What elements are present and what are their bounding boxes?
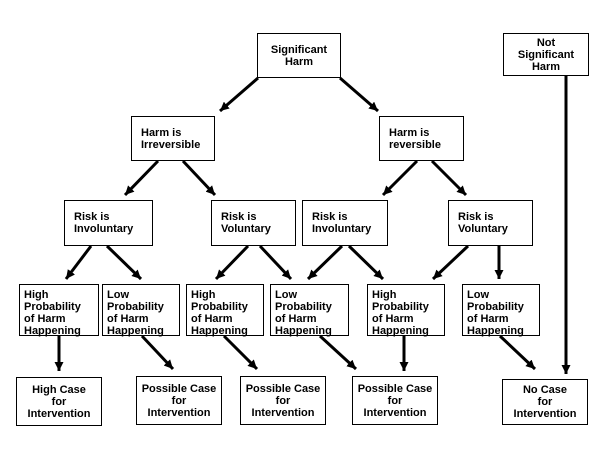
node-possible-case-1: Possible Case for Intervention	[136, 376, 222, 425]
edge-involuntary2-to-high	[347, 244, 385, 281]
edge-involuntary1-to-low	[105, 244, 143, 281]
node-harm-irreversible: Harm is Irreversible	[131, 116, 215, 161]
edge-voluntary1-to-low	[258, 244, 293, 281]
node-possible-case-3: Possible Case for Intervention	[352, 376, 438, 425]
node-risk-voluntary-2: Risk is Voluntary	[448, 200, 533, 246]
edge-voluntary2-to-high	[431, 244, 470, 281]
edge-low3-to-no-case	[498, 334, 537, 371]
node-low-probability-3: Low Probability of Harm Happening	[462, 284, 540, 337]
edge-irreversible-to-voluntary	[181, 159, 217, 197]
node-high-probability-1: High Probability of Harm Happening	[19, 284, 99, 337]
node-no-case: No Case for Intervention	[502, 379, 588, 425]
edge-involuntary2-to-low	[306, 244, 344, 281]
edge-irreversible-to-involuntary	[123, 159, 160, 197]
node-risk-involuntary-1: Risk is Involuntary	[64, 200, 153, 246]
edge-high2-to-possible-case-2	[222, 334, 259, 371]
node-risk-involuntary-2: Risk is Involuntary	[302, 200, 388, 246]
edge-significant-to-reversible	[339, 76, 379, 113]
edge-involuntary1-to-high	[64, 245, 93, 280]
edge-significant-to-irreversible	[219, 76, 259, 113]
edge-voluntary1-to-high	[214, 244, 250, 281]
node-significant-harm: Significant Harm	[257, 33, 341, 78]
edge-low1-to-possible-case-1	[140, 334, 175, 371]
node-risk-voluntary-1: Risk is Voluntary	[211, 200, 296, 246]
node-harm-reversible: Harm is reversible	[379, 116, 464, 161]
edge-reversible-to-involuntary	[381, 159, 419, 197]
node-possible-case-2: Possible Case for Intervention	[240, 376, 326, 425]
edge-low2-to-possible-case-3	[318, 334, 358, 371]
node-low-probability-1: Low Probability of Harm Happening	[102, 284, 180, 337]
node-low-probability-2: Low Probability of Harm Happening	[270, 284, 349, 337]
node-high-probability-2: High Probability of Harm Happening	[186, 284, 264, 337]
node-high-probability-3: High Probability of Harm Happening	[367, 284, 445, 337]
node-not-significant-harm: Not Significant Harm	[503, 33, 589, 76]
node-high-case: High Case for Intervention	[16, 377, 102, 426]
edge-reversible-to-voluntary	[430, 159, 468, 197]
